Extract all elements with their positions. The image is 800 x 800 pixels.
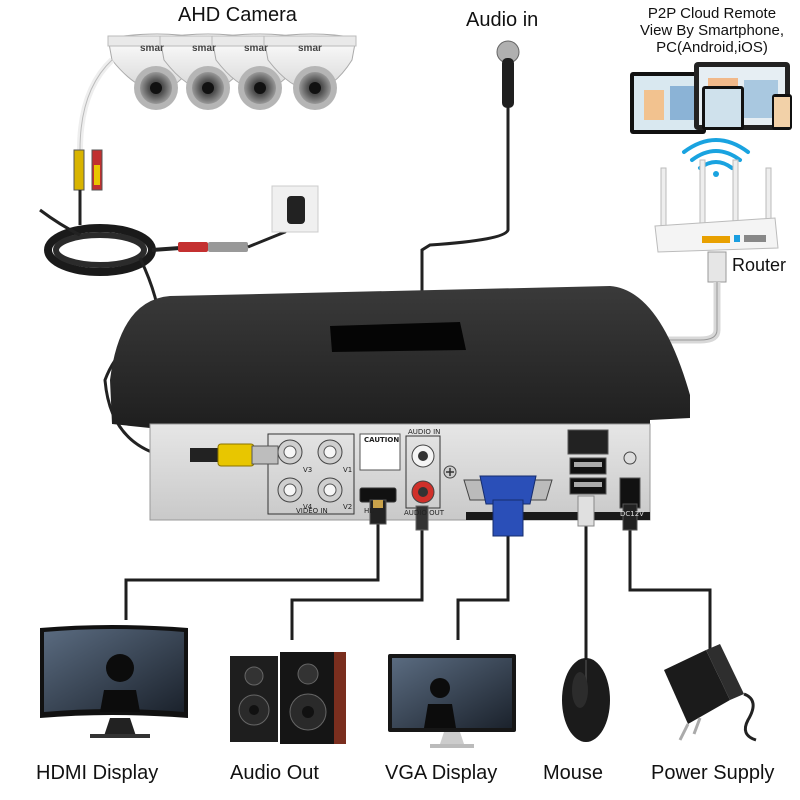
vga-display-label: VGA Display [385, 762, 498, 784]
camera-power-adapter [271, 185, 319, 233]
power-adapter [664, 644, 757, 742]
hdmi-monitor [40, 625, 188, 738]
p2p-label-line-2: View By Smartphone, [640, 22, 784, 39]
router-label: Router [732, 255, 787, 275]
p2p-label-line-3: PC(Android,iOS) [656, 39, 768, 56]
router [654, 159, 779, 253]
vga-port [463, 475, 553, 505]
audio-out-port-text: AUDIO OUT [404, 509, 445, 517]
speakers [230, 652, 346, 744]
v1-text: V1 [343, 466, 353, 474]
camera-4 [263, 33, 357, 110]
mouse-label: Mouse [543, 762, 604, 784]
camera-pigtail [73, 57, 115, 191]
cloud-devices [630, 62, 792, 134]
dc12v-text: DC12V [620, 510, 644, 518]
bnc-ports [267, 433, 355, 515]
v4-text: V4 [303, 503, 313, 511]
caution-label [359, 433, 401, 471]
ahd-cameras [107, 33, 357, 110]
audio-in-label: Audio in [466, 9, 539, 31]
mouse [562, 658, 610, 742]
hdmi-display-label: HDMI Display [36, 762, 159, 784]
audio-out-label: Audio Out [230, 762, 319, 784]
camera-brand-1: smar [140, 43, 164, 54]
power-supply-label: Power Supply [651, 762, 775, 784]
camera-brand-2: smar [192, 43, 216, 54]
vga-monitor [388, 654, 516, 748]
v2-text: V2 [343, 503, 353, 511]
video-in-text: VIDEO IN [296, 507, 328, 515]
dvr-unit [110, 286, 690, 521]
output-plugs [369, 495, 638, 537]
output-cables [124, 520, 712, 660]
audio-in-port-text: AUDIO IN [408, 428, 441, 436]
v3-text: V3 [303, 466, 313, 474]
camera-brand-3: smar [244, 43, 268, 54]
caution-text: CAUTION [364, 436, 400, 444]
p2p-label: P2P Cloud Remote View By Smartphone, PC(… [624, 5, 800, 56]
audio-ports [405, 435, 457, 509]
p2p-label-line-1: P2P Cloud Remote [647, 5, 777, 22]
microphone [420, 40, 520, 440]
bnc-plug [190, 443, 279, 467]
ahd-camera-label: AHD Camera [178, 4, 297, 26]
cable-coil [39, 190, 297, 276]
hdmi-port-text: HDMI [364, 507, 383, 515]
camera-brand-4: smar [298, 43, 322, 54]
rear-ports-right [567, 429, 641, 509]
